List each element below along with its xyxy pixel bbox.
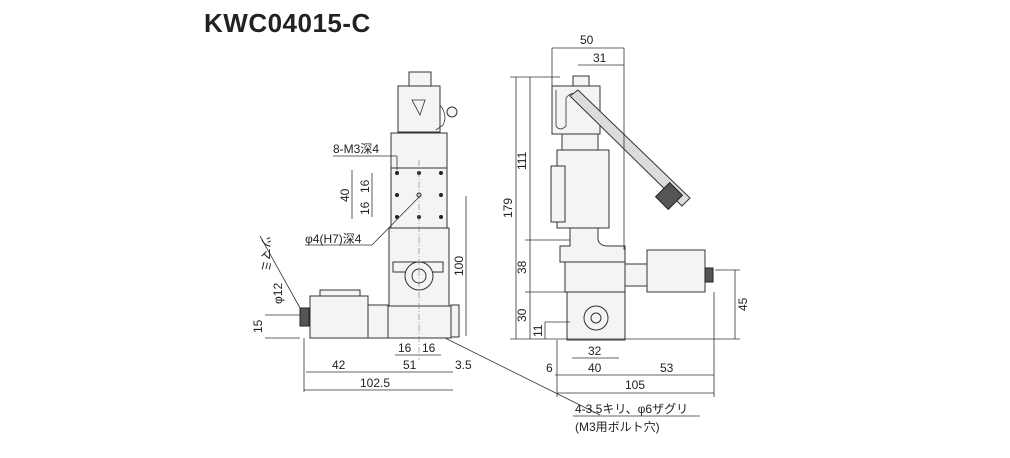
x-motor xyxy=(309,295,369,339)
dim-102-5: 102.5 xyxy=(360,376,390,390)
front-view-labels: 8-M3深4 φ4(H7)深4 ツマミ φ12 40 16 16 15 100 … xyxy=(251,142,472,390)
dim-53: 53 xyxy=(660,361,674,375)
front-view xyxy=(259,71,601,416)
dim-15: 15 xyxy=(251,319,265,333)
dim-42: 42 xyxy=(332,358,346,372)
note-line1: 4-3.5キリ、φ6ザグリ xyxy=(575,402,688,416)
dim-32: 32 xyxy=(588,344,602,358)
dim-40: 40 xyxy=(338,188,352,202)
label-pin-hole: φ4(H7)深4 xyxy=(305,232,362,246)
note-line2: (M3用ボルト穴) xyxy=(575,419,660,434)
dim-51: 51 xyxy=(403,358,417,372)
dim-40-side: 40 xyxy=(588,361,602,375)
cable-connector xyxy=(654,181,684,211)
dim-16d: 16 xyxy=(422,341,436,355)
dim-31: 31 xyxy=(593,51,607,65)
dim-6: 6 xyxy=(546,361,553,375)
label-knob-dia: φ12 xyxy=(271,283,285,304)
cable xyxy=(569,89,691,207)
dim-100: 100 xyxy=(452,256,466,276)
dim-38: 38 xyxy=(515,260,529,274)
side-view xyxy=(510,47,740,417)
dim-16c: 16 xyxy=(398,341,412,355)
dim-105: 105 xyxy=(625,378,645,392)
top-connector xyxy=(408,71,432,87)
label-tapped-holes: 8-M3深4 xyxy=(333,142,379,156)
knob xyxy=(299,307,310,327)
side-z-carriage xyxy=(564,261,626,293)
dim-30: 30 xyxy=(515,308,529,322)
dim-16a: 16 xyxy=(358,179,372,193)
dim-179: 179 xyxy=(501,198,515,218)
side-stage xyxy=(556,149,610,229)
side-x-motor xyxy=(646,249,706,293)
dim-16b: 16 xyxy=(358,201,372,215)
top-motor-block xyxy=(397,85,441,133)
dim-3-5: 3.5 xyxy=(455,358,472,372)
dim-111: 111 xyxy=(515,151,529,170)
model-title: KWC04015-C xyxy=(204,8,371,38)
dim-11: 11 xyxy=(531,324,545,337)
cable-clamp xyxy=(446,106,458,118)
dim-50: 50 xyxy=(580,33,594,47)
side-view-labels: 50 31 179 111 38 30 11 45 32 6 40 53 105… xyxy=(501,33,750,434)
dim-45: 45 xyxy=(736,297,750,311)
label-knob: ツマミ xyxy=(259,236,273,272)
